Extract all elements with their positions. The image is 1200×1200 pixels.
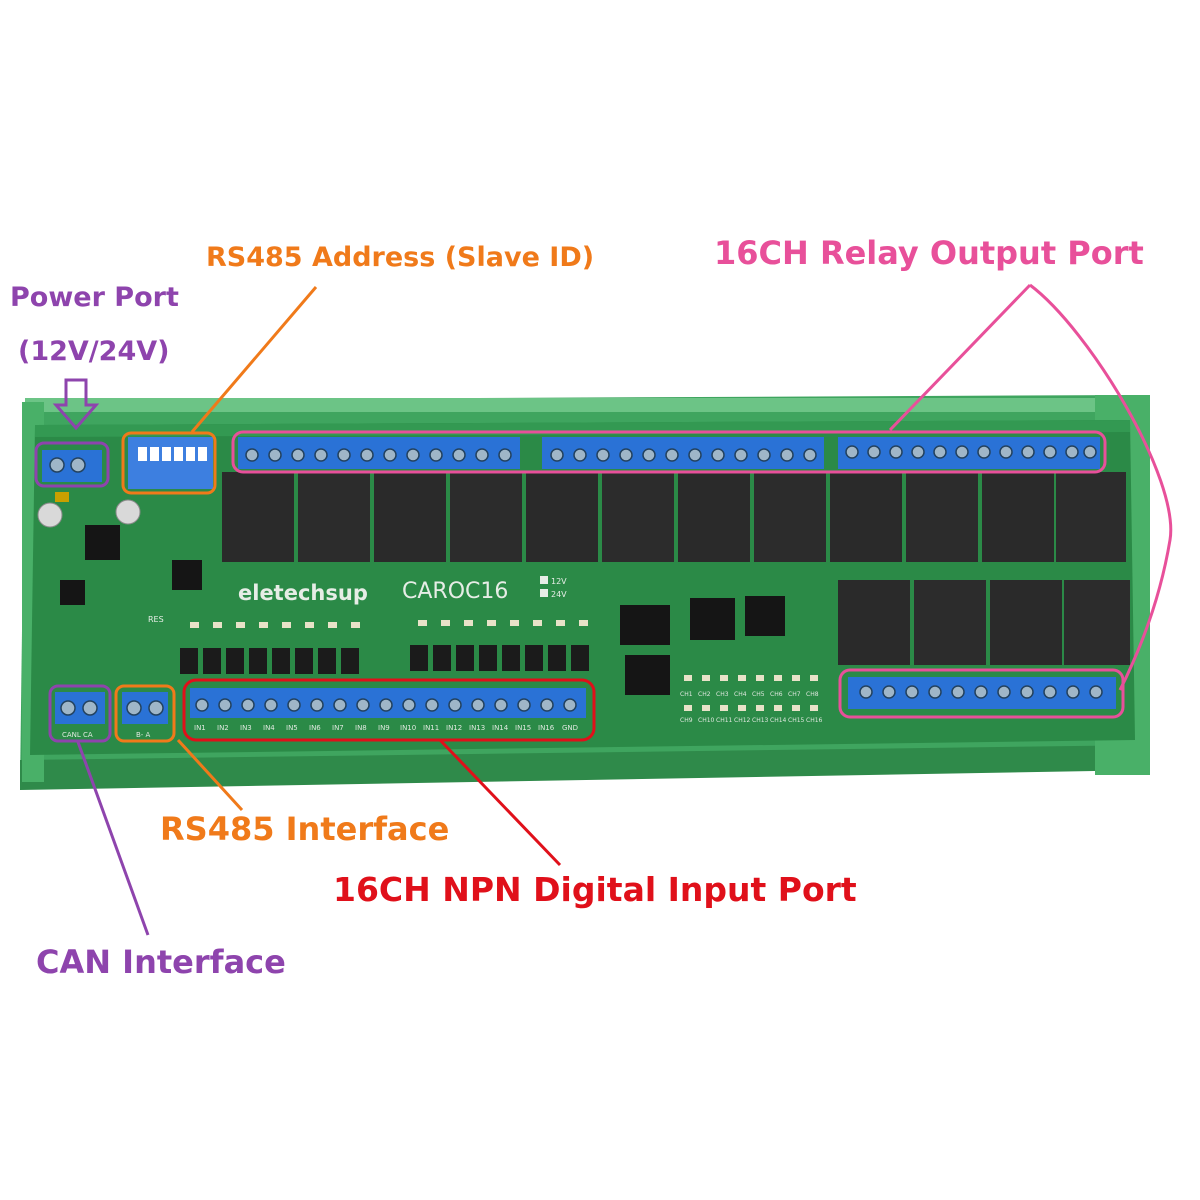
relay-callout-line-right	[1029, 283, 1173, 691]
led-label-ch9: CH9	[680, 717, 693, 724]
ic-chips	[60, 525, 785, 695]
can-interface-highlight	[48, 684, 112, 743]
power-terminal	[42, 450, 102, 482]
led-label-ch5: CH5	[752, 691, 765, 698]
pin-label-in2: IN2	[217, 724, 229, 732]
terminal-screws-bottom-right	[859, 685, 1103, 699]
input-port-highlight	[182, 678, 596, 742]
voltage-24-label: 24V	[551, 590, 567, 599]
led-label-ch7: CH7	[788, 691, 801, 698]
rs485-interface-callout-line	[176, 738, 244, 812]
dip-switch	[128, 437, 213, 489]
led-label-ch13: CH13	[752, 717, 769, 724]
can-pin-labels: CANL CA	[62, 731, 93, 739]
optocoupler-row	[180, 645, 589, 674]
voltage-box-12	[540, 576, 548, 584]
pin-label-in8: IN8	[355, 724, 367, 732]
pin-label-in13: IN13	[469, 724, 485, 732]
can-callout-line	[76, 741, 150, 936]
rs485-address-callout-line	[190, 286, 318, 433]
power-voltage-label: (12V/24V)	[18, 336, 170, 367]
led-label-ch14: CH14	[770, 717, 787, 724]
relay-row-top	[222, 472, 1126, 562]
rs485-address-label: RS485 Address (Slave ID)	[206, 242, 595, 273]
input-callout-line	[438, 738, 562, 867]
rs485-terminal: B- A	[122, 692, 168, 739]
led-label-ch3: CH3	[716, 691, 729, 698]
rs485-address-highlight	[121, 431, 217, 495]
pin-label-in15: IN15	[515, 724, 531, 732]
relay-callout-line-left	[888, 283, 1032, 432]
led-label-ch10: CH10	[698, 717, 715, 724]
led-label-ch6: CH6	[770, 691, 783, 698]
rs485-interface-label: RS485 Interface	[160, 810, 450, 848]
pin-label-in3: IN3	[240, 724, 252, 732]
can-terminal: CANL CA	[55, 692, 105, 739]
led-label-ch2: CH2	[698, 691, 711, 698]
pin-label-in12: IN12	[446, 724, 462, 732]
led-label-ch15: CH15	[788, 717, 805, 724]
relay-output-bottom-highlight	[838, 668, 1125, 719]
channel-led-labels: CH1 CH2 CH3 CH4 CH5 CH6 CH7 CH8 CH9 CH10…	[680, 691, 823, 724]
power-port-highlight	[34, 441, 110, 488]
pin-label-gnd: GND	[562, 724, 578, 732]
reset-label: RES	[148, 615, 164, 624]
pin-label-in14: IN14	[492, 724, 509, 732]
pin-label-in9: IN9	[378, 724, 390, 732]
pin-label-in5: IN5	[286, 724, 298, 732]
relay-output-label: 16CH Relay Output Port	[714, 234, 1144, 272]
pin-label-in6: IN6	[309, 724, 321, 732]
pin-label-in4: IN4	[263, 724, 275, 732]
led-label-ch1: CH1	[680, 691, 693, 698]
pin-label-in10: IN10	[400, 724, 416, 732]
channel-status-leds	[684, 675, 818, 711]
brand-silkscreen: eletechsup	[238, 581, 368, 605]
pin-label-in16: IN16	[538, 724, 555, 732]
input-leds	[190, 620, 588, 628]
led-label-ch8: CH8	[806, 691, 819, 698]
terminal-screws-input	[195, 698, 577, 712]
relay-terminal-block-top	[238, 437, 1100, 469]
pin-label-in1: IN1	[194, 724, 206, 732]
model-silkscreen: CAROC16	[402, 579, 508, 604]
relay-output-top-highlight	[231, 430, 1107, 474]
led-label-ch12: CH12	[734, 717, 751, 724]
led-label-ch11: CH11	[716, 717, 733, 724]
led-label-ch16: CH16	[806, 717, 823, 724]
rs485-pin-labels: B- A	[136, 731, 151, 739]
npn-input-label: 16CH NPN Digital Input Port	[333, 870, 857, 909]
can-interface-label: CAN Interface	[36, 943, 286, 981]
pin-label-in11: IN11	[423, 724, 439, 732]
pin-label-in7: IN7	[332, 724, 344, 732]
power-down-arrow-icon	[52, 378, 100, 431]
relay-row-bottom	[838, 580, 1130, 665]
voltage-12-label: 12V	[551, 577, 567, 586]
capacitors	[37, 492, 141, 528]
power-port-label: Power Port	[10, 282, 179, 313]
voltage-box-24	[540, 589, 548, 597]
rs485-interface-highlight	[114, 684, 176, 743]
terminal-screws-top	[245, 445, 1097, 462]
led-label-ch4: CH4	[734, 691, 747, 698]
input-pin-labels: IN1 IN2 IN3 IN4 IN5 IN6 IN7 IN8 IN9 IN10…	[194, 724, 578, 732]
